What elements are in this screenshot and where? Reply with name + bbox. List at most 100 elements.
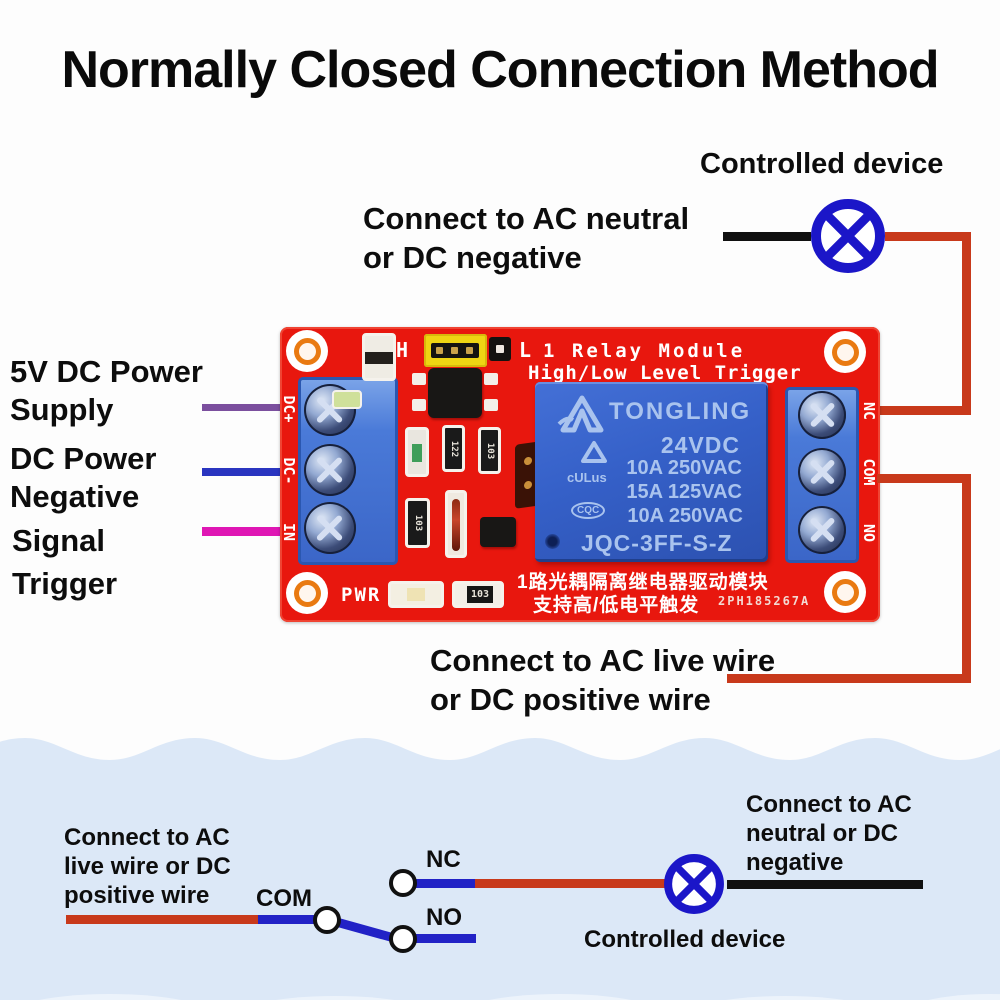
nc-label: NC (426, 846, 461, 873)
ic-pad (484, 373, 498, 385)
neutral-wire-black-bottom (727, 880, 923, 889)
terminal-label-nc: NC (860, 401, 878, 421)
live-note-line1: Connect to AC live wire (430, 643, 776, 678)
page-title: Normally Closed Connection Method (61, 41, 939, 99)
resistor-label: 103 (484, 442, 495, 459)
com-feed-wire-red (66, 915, 258, 924)
bottom-live-line1: Connect to AC (64, 824, 230, 851)
relay-module-board: H L 1 Relay Module High/Low Level Trigge… (280, 327, 880, 622)
lamp-icon-top (811, 199, 885, 273)
bottom-live-line3: positive wire (64, 882, 210, 909)
nc-wire-red-seg2 (962, 232, 971, 415)
com-wire-red-seg3 (727, 674, 971, 683)
nc-wire-red-seg1 (885, 232, 971, 241)
supply-label-line1: 5V DC Power (10, 354, 203, 389)
jumper-l-label: L (519, 338, 532, 362)
power-led (388, 581, 444, 608)
no-contact-node (389, 925, 417, 953)
supply-wire (202, 404, 280, 411)
glass-diode (445, 490, 467, 558)
bottom-neutral-line3: negative (746, 849, 844, 876)
resistor-label: 103 (412, 514, 423, 532)
tongling-logo-icon (557, 395, 604, 433)
neutral-note: Connect to AC neutral or DC negative (363, 199, 689, 277)
live-note-line2: or DC positive wire (430, 682, 711, 717)
terminal-label-in: IN (280, 522, 298, 542)
supply-label: 5V DC Power Supply (10, 353, 203, 429)
transistor (480, 517, 516, 547)
trigger-label: Signal Trigger (12, 519, 117, 605)
controlled-device-label-bottom: Controlled device (584, 926, 786, 953)
neutral-note-line1: Connect to AC neutral (363, 201, 690, 236)
smd-resistor: 103 (478, 427, 501, 474)
supply-label-line2: Supply (10, 392, 114, 427)
mounting-hole (286, 330, 328, 372)
live-note: Connect to AC live wire or DC positive w… (430, 641, 775, 719)
jumper-h-label: H (396, 338, 409, 362)
nc-wire-red-seg3 (878, 406, 971, 415)
board-chinese-line2: 支持高/低电平触发 (533, 595, 700, 616)
relay-rating2: 15A 125VAC (626, 481, 742, 503)
trigger-label-line1: Signal (12, 523, 106, 558)
mode-jumper (424, 334, 487, 367)
terminal-label-dc-plus: DC+ (280, 395, 298, 423)
lamp-icon-bottom (664, 854, 724, 914)
com-contact-node (313, 906, 341, 934)
cqc-mark-text: CQC (571, 502, 606, 519)
nc-contact-node (389, 869, 417, 897)
relay-voltage: 24VDC (660, 432, 740, 458)
mounting-hole (824, 331, 866, 373)
terminal-screw-dc-minus (304, 444, 356, 496)
relay-brand: TONGLING (609, 398, 752, 425)
terminal-screw-in (304, 502, 356, 554)
terminal-label-no: NO (860, 523, 878, 543)
cqc-mark-icon: CQC (571, 500, 606, 519)
sea-background (0, 738, 1000, 1000)
terminal-screw-no (798, 506, 846, 554)
bottom-live-line2: live wire or DC (64, 853, 231, 880)
mounting-hole (824, 571, 866, 613)
trigger-label-line2: Trigger (12, 566, 118, 601)
relay-component: TONGLING 24VDC 10A 250VAC cULus 15A 125V… (535, 382, 768, 562)
trigger-wire (202, 527, 280, 536)
terminal-screw-nc (798, 391, 846, 439)
pwr-label: PWR (341, 584, 382, 606)
relay-rating3: 10A 250VAC (627, 505, 743, 527)
ic-pad (412, 373, 426, 385)
jumper-pin-cap (489, 337, 511, 361)
nc-wire-red-bottom (475, 879, 665, 888)
optocoupler-ic (428, 368, 482, 418)
no-stub-blue (416, 934, 476, 943)
negative-label-line1: DC Power (10, 441, 157, 476)
bottom-neutral-line2: neutral or DC (746, 820, 899, 847)
negative-label: DC Power Negative (10, 440, 156, 516)
status-led (405, 427, 429, 477)
resistor-label: 122 (448, 440, 459, 457)
terminal-label-dc-minus: DC- (280, 457, 298, 485)
ic-pad (412, 399, 426, 411)
triangle-mark-icon (581, 441, 607, 463)
smd-led-small (332, 390, 362, 409)
com-label: COM (256, 885, 312, 912)
board-chinese-line1: 1路光耦隔离继电器驱动模块 (517, 572, 769, 593)
relay-rivet (545, 534, 560, 549)
nc-stub-blue (416, 879, 475, 888)
board-title-line1: 1 Relay Module (543, 340, 746, 362)
no-label: NO (426, 904, 462, 931)
negative-label-line2: Negative (10, 479, 140, 514)
bottom-neutral-note: Connect to AC neutral or DC negative (746, 790, 912, 877)
terminal-label-com: COM (860, 458, 878, 486)
terminal-screw-com (798, 448, 846, 496)
resistor-label: 103 (467, 586, 493, 603)
smd-resistor-103: 103 (452, 581, 504, 608)
relay-model: JQC-3FF-S-Z (581, 530, 733, 556)
ul-mark-icon: cULus (567, 470, 607, 485)
bottom-neutral-line1: Connect to AC (746, 791, 912, 818)
neutral-wire-black (723, 232, 811, 241)
relay-rating1: 10A 250VAC (626, 457, 742, 479)
neutral-note-line2: or DC negative (363, 240, 582, 275)
negative-wire (202, 468, 280, 476)
board-part-number: 2PH185267A (718, 594, 811, 608)
bottom-live-note: Connect to AC live wire or DC positive w… (64, 823, 231, 910)
